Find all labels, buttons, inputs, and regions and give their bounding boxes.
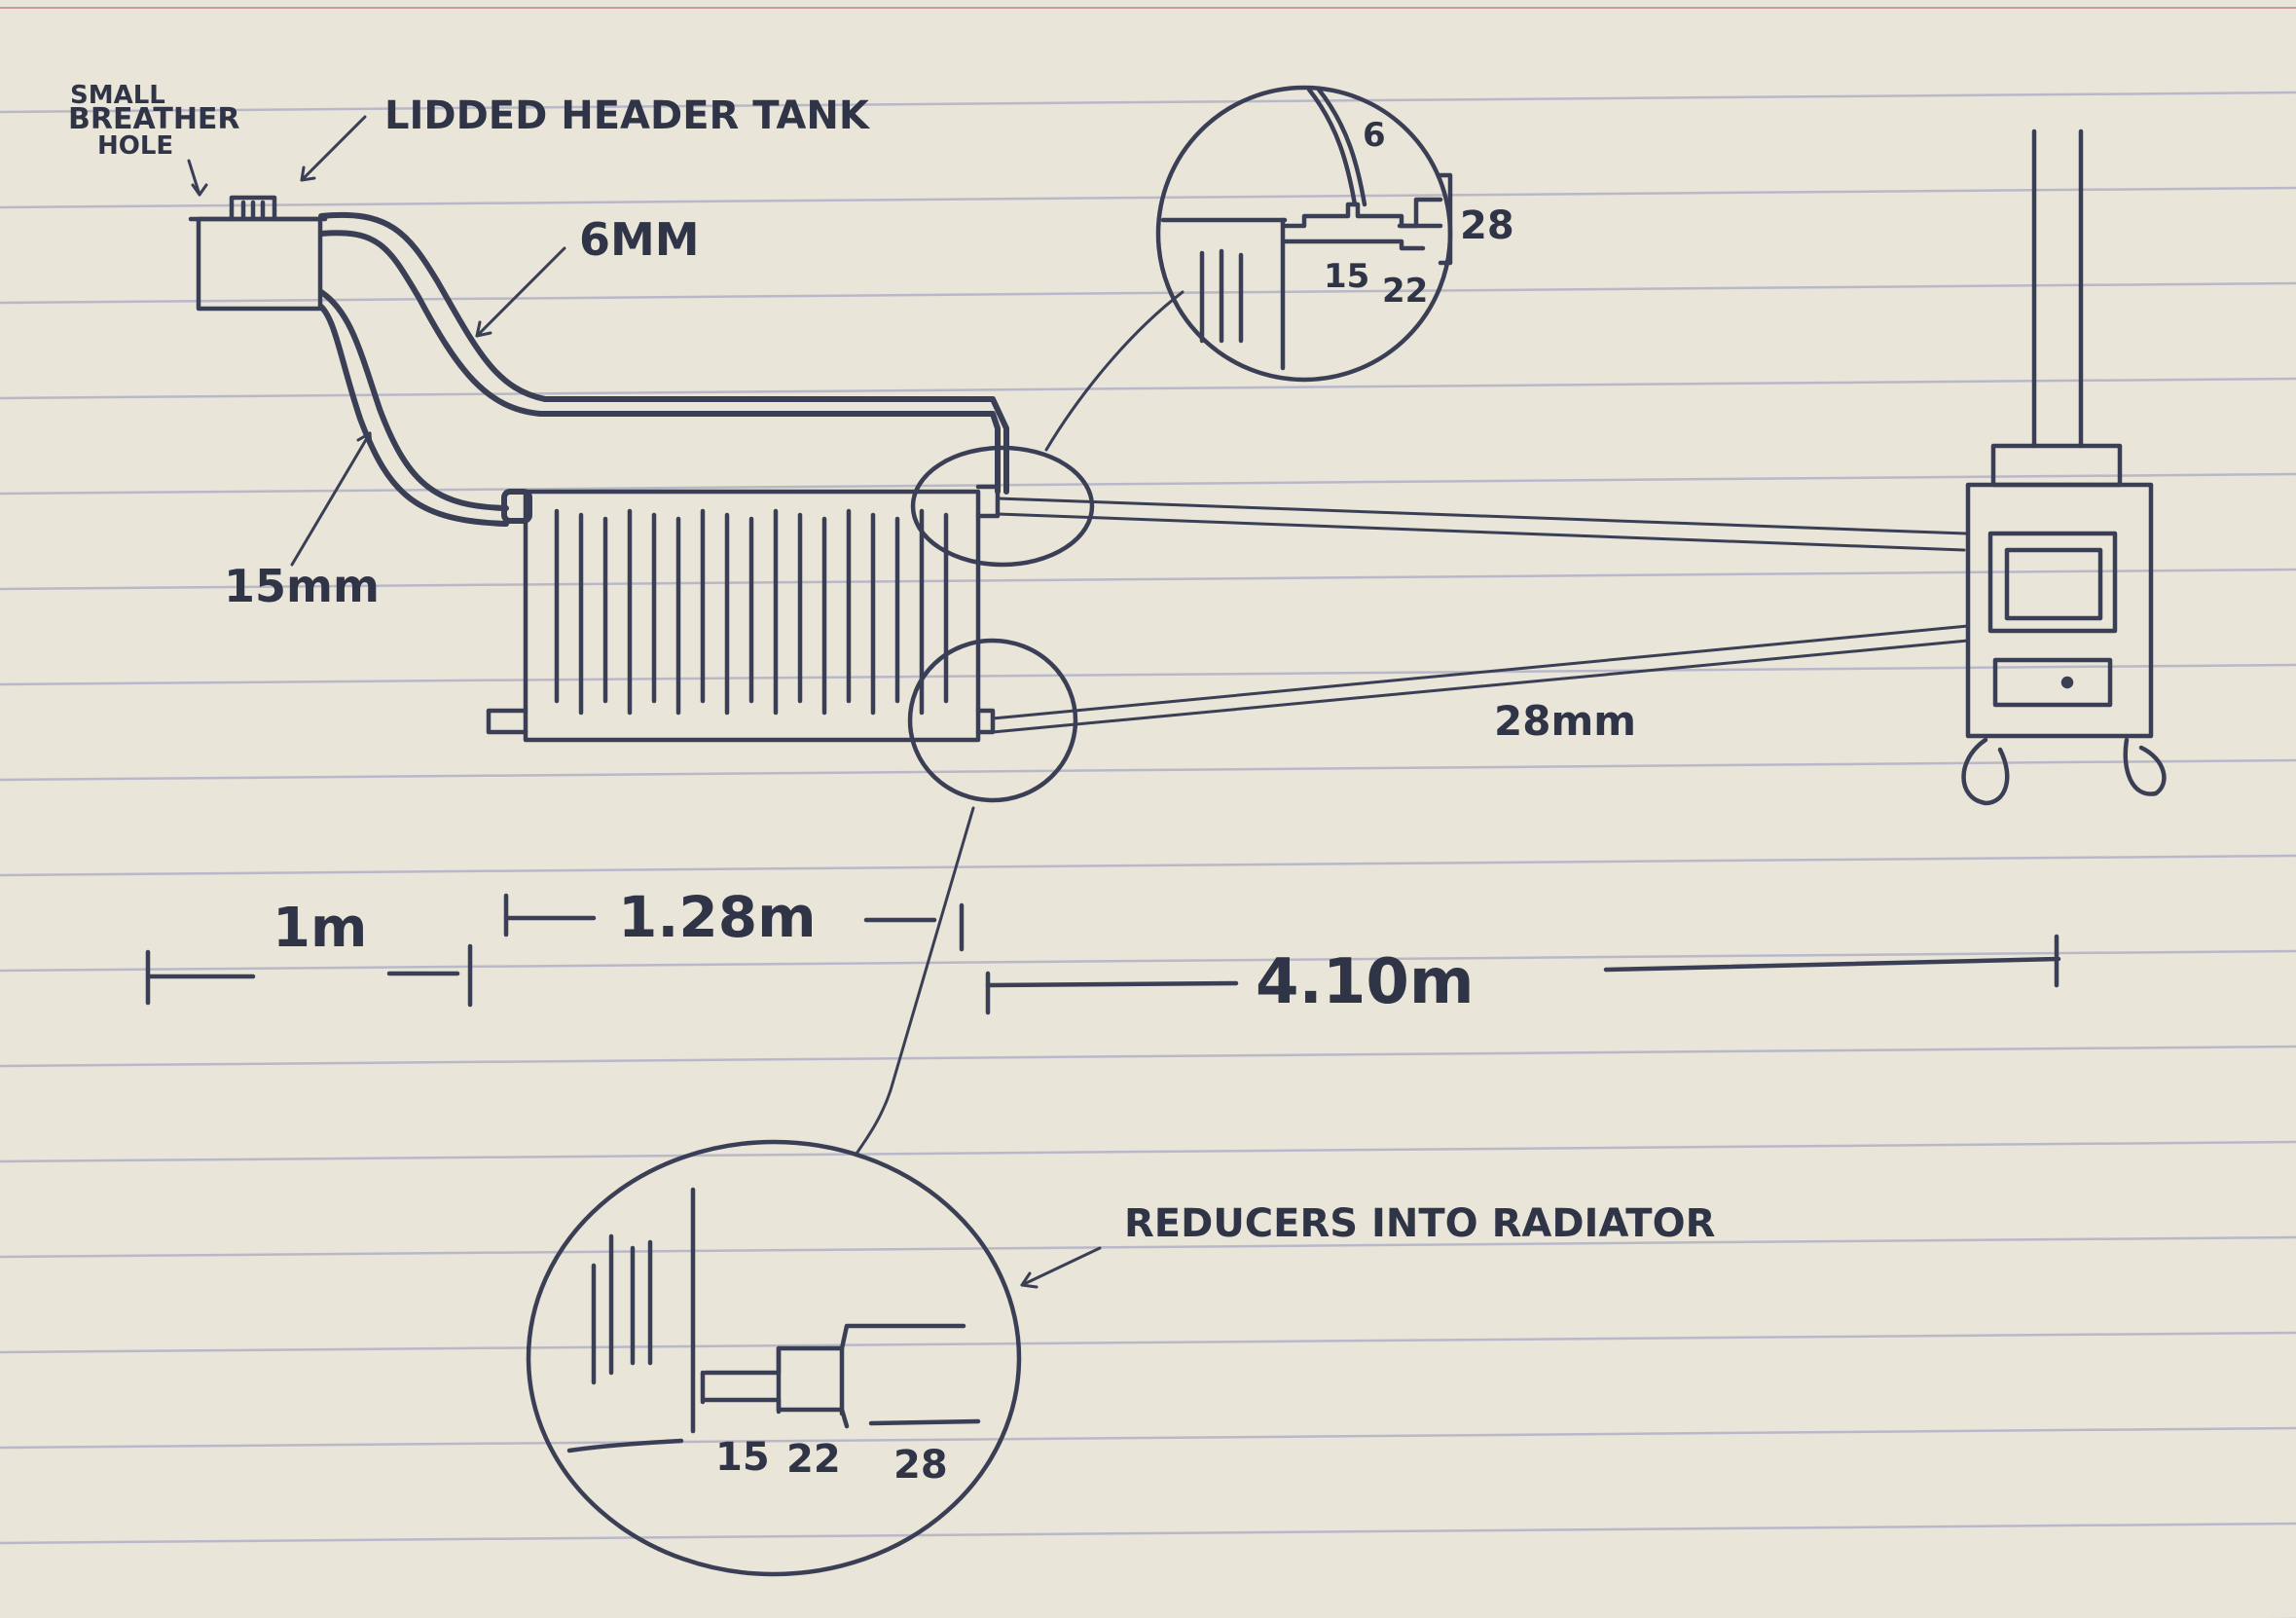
annotation-arrows	[187, 115, 1102, 1289]
dimension-label-1-28m: 1.28m	[618, 884, 817, 950]
top-detail-label-28: 28	[1460, 203, 1514, 248]
radiator-fins	[554, 508, 949, 716]
top-detail-label-15: 15	[1324, 257, 1369, 296]
wood-stove	[1961, 129, 2167, 806]
ruled-line	[0, 1045, 2296, 1068]
dimension-line-1-28m	[503, 893, 965, 952]
pipe-28mm-return	[991, 624, 1970, 734]
dimension-line-4-10m	[985, 934, 2061, 1015]
bottom-detail-label-28: 28	[893, 1443, 948, 1488]
ruled-line	[0, 1426, 2296, 1450]
label-header-tank: LIDDED HEADER TANK	[384, 93, 871, 138]
ruled-line	[0, 854, 2296, 877]
dimension-label-4-10m: 4.10m	[1256, 946, 1475, 1018]
bottom-detail-label-22: 22	[786, 1437, 841, 1482]
top-connection-circle	[910, 445, 1095, 568]
ruled-line	[0, 281, 2296, 305]
ruled-line	[0, 1140, 2296, 1163]
top-detail-label-22: 22	[1382, 272, 1428, 311]
ruled-line	[0, 758, 2296, 782]
ruled-line	[0, 1331, 2296, 1354]
ruled-line	[0, 472, 2296, 496]
detail-leader-lines	[855, 290, 1184, 1156]
pipe-6mm	[318, 211, 1009, 495]
dimension-label-1m: 1m	[273, 897, 367, 960]
pipe-15mm	[318, 289, 532, 527]
ruled-line	[0, 186, 2296, 209]
ruled-line	[0, 91, 2296, 114]
bottom-detail-label-15: 15	[715, 1435, 770, 1480]
ruled-line	[0, 1522, 2296, 1545]
pipe-28mm-flow	[996, 496, 1968, 552]
ruled-lines	[0, 91, 2296, 1618]
dimension-line-1m	[145, 943, 473, 1008]
top-detail-label-6: 6	[1363, 116, 1386, 155]
label-pipe-6mm: 6MM	[579, 213, 700, 266]
label-breather-line3: HOLE	[97, 131, 173, 161]
label-pipe-15mm: 15mm	[224, 560, 380, 612]
radiator	[486, 484, 1001, 743]
top-detail-magnifier	[1155, 85, 1453, 383]
label-breather-line2: BREATHER	[68, 102, 240, 136]
label-breather-line1: SMALL	[70, 81, 165, 110]
ruled-line	[0, 568, 2296, 591]
ruled-line	[0, 949, 2296, 973]
label-reducers: REDUCERS INTO RADIATOR	[1124, 1201, 1715, 1246]
bottom-connection-circle	[907, 638, 1078, 803]
header-tank	[188, 195, 328, 312]
bottom-detail-magnifier	[526, 1139, 1022, 1577]
label-pipe-28mm: 28mm	[1494, 697, 1636, 745]
ruled-line	[0, 663, 2296, 686]
ruled-line	[0, 1235, 2296, 1259]
ruled-line	[0, 377, 2296, 400]
